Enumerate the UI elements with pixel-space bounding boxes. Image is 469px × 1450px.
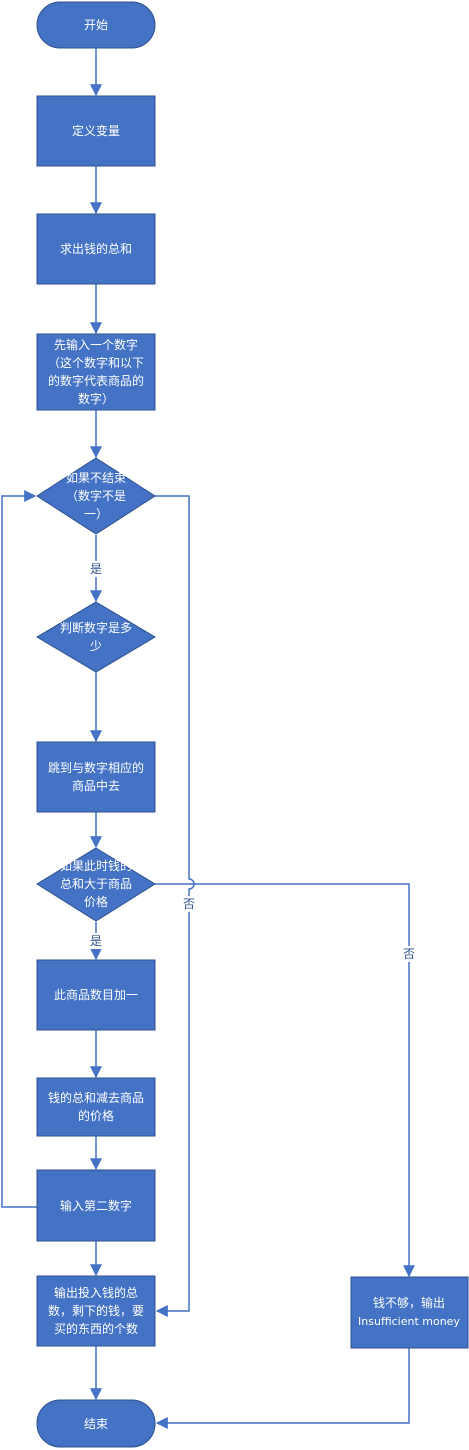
- node-label-line: 如果此时钱的: [60, 858, 132, 873]
- node-input-first: 先输入一个数字 （这个数字和以下的数字代表商品的数字）: [36, 333, 156, 411]
- svg-text:判断数字是多少: 判断数字是多少: [60, 620, 132, 653]
- node-label-line: 买的东西的个数: [54, 1321, 138, 1336]
- node-money-check: 如果此时钱的总和大于商品价格: [36, 847, 156, 922]
- svg-text:输入第二数字: 输入第二数字: [60, 1198, 132, 1213]
- node-loop-check: 如果不结束 （数字不是一）: [36, 457, 156, 535]
- loop-no-label: 否: [183, 897, 195, 911]
- node-sum-money: 求出钱的总和: [36, 213, 156, 285]
- node-label-line: 钱的总和减去商品: [48, 1090, 144, 1105]
- node-label-line: 总和大于商品: [60, 876, 132, 891]
- node-define-vars: 定义变量: [36, 95, 156, 167]
- node-label-line: 钱不够，输出: [373, 1295, 445, 1310]
- node-label-line: 结束: [84, 1417, 108, 1431]
- edge-notenough-to-end: [155, 1348, 410, 1429]
- node-label-line: 判断数字是多: [60, 620, 132, 635]
- svg-text:求出钱的总和: 求出钱的总和: [60, 241, 132, 256]
- svg-text:如果此时钱的总和大于商品价格: 如果此时钱的总和大于商品价格: [60, 858, 132, 909]
- node-label-line: 一）: [84, 507, 108, 521]
- svg-text:此商品数目加一: 此商品数目加一: [54, 987, 138, 1002]
- svg-text:开始: 开始: [84, 18, 108, 32]
- node-label-line: 此商品数目加一: [54, 987, 138, 1002]
- money-yes-label: 是: [90, 934, 102, 948]
- svg-text:如果不结束（数字不是一）: 如果不结束 （数字不是一）: [66, 470, 126, 521]
- loop-yes-label: 是: [90, 562, 102, 576]
- node-subtract: 钱的总和减去商品的价格: [36, 1077, 156, 1137]
- node-end: 结束: [36, 1399, 156, 1448]
- node-jump-item: 跳到与数字相应的商品中去: [36, 741, 156, 813]
- edge-loop-back: [1, 490, 37, 1208]
- node-label-line: 定义变量: [72, 123, 120, 138]
- node-label-line: 少: [90, 639, 102, 653]
- node-input-second: 输入第二数字: [36, 1169, 156, 1242]
- node-output-result: 输出投入钱的总数，剩下的钱，要买的东西的个数: [36, 1275, 156, 1347]
- svg-text:钱的总和减去商品的价格: 钱的总和减去商品的价格: [48, 1090, 144, 1123]
- node-label-line: 求出钱的总和: [60, 241, 132, 256]
- edge-labels: 是 否 是 否: [88, 561, 417, 962]
- edge-money-no: [155, 883, 415, 1278]
- money-no-label: 否: [403, 947, 415, 961]
- node-label-line: 的价格: [78, 1108, 114, 1123]
- node-label-line: 数字）: [78, 391, 114, 406]
- node-judge-number: 判断数字是多少: [36, 601, 156, 673]
- node-label-line: 的数字代表商品的: [48, 373, 144, 388]
- svg-text:输出投入钱的总数，剩下的钱，要买的东西的个数: 输出投入钱的总数，剩下的钱，要买的东西的个数: [48, 1285, 144, 1336]
- node-label-line: （数字不是: [66, 488, 126, 503]
- node-count-plus: 此商品数目加一: [36, 959, 156, 1031]
- node-label-line: 先输入一个数字: [54, 337, 138, 352]
- node-label-line: 价格: [84, 894, 108, 909]
- svg-text:定义变量: 定义变量: [72, 123, 120, 138]
- node-start: 开始: [36, 1, 156, 49]
- node-label-line: 跳到与数字相应的: [48, 760, 144, 775]
- edges: [1, 48, 415, 1429]
- node-label-line: Insufficient money: [358, 1315, 460, 1328]
- svg-text:结束: 结束: [84, 1417, 108, 1431]
- svg-text:先输入一个数字（这个数字和以下的数字代表商品的数字）: 先输入一个数字 （这个数字和以下的数字代表商品的数字）: [48, 337, 144, 406]
- node-label-line: 数，剩下的钱，要: [48, 1303, 144, 1318]
- node-label-line: 商品中去: [72, 778, 120, 793]
- svg-text:跳到与数字相应的商品中去: 跳到与数字相应的商品中去: [48, 760, 144, 793]
- node-label-line: （这个数字和以下: [48, 355, 144, 370]
- node-not-enough: 钱不够，输出 Insufficient money: [350, 1276, 469, 1349]
- node-label-line: 开始: [84, 18, 108, 32]
- node-label-line: 输出投入钱的总: [54, 1285, 138, 1300]
- node-label-line: 输入第二数字: [60, 1198, 132, 1213]
- node-label-line: 如果不结束: [66, 470, 126, 485]
